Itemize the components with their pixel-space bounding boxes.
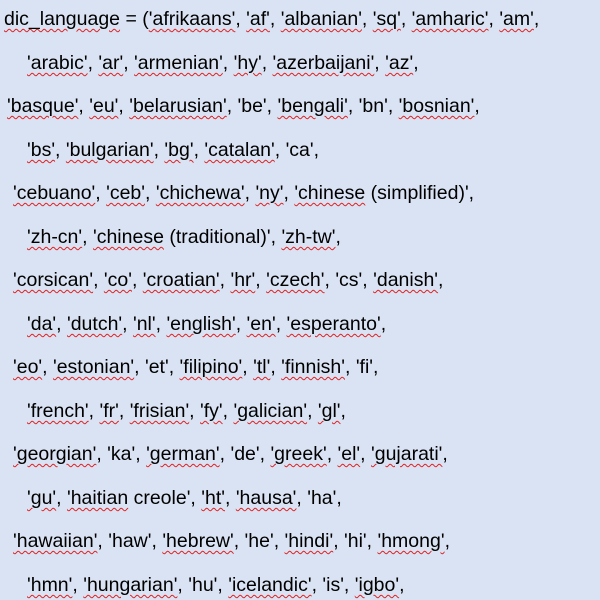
spellcheck-flagged-word: 'hawaiian': [13, 530, 98, 552]
spellcheck-flagged-word: 'ht': [201, 487, 225, 509]
spellcheck-flagged-word: dic_language: [4, 8, 121, 30]
spellcheck-flagged-word: 'filipino': [179, 356, 243, 378]
spellcheck-flagged-word: 'cebuano': [13, 182, 96, 204]
spellcheck-flagged-word: 'ny': [255, 182, 284, 204]
spellcheck-flagged-word: 'belarusian': [129, 95, 227, 117]
spellcheck-flagged-word: 'greek': [270, 443, 327, 465]
spellcheck-flagged-word: 'nl': [132, 313, 156, 335]
code-line: 'georgian', 'ka', 'german', 'de', 'greek…: [13, 443, 448, 465]
spellcheck-flagged-word: 'croatian': [142, 269, 220, 291]
code-line: 'arabic', 'ar', 'armenian', 'hy', 'azerb…: [27, 52, 419, 74]
spellcheck-flagged-word: 'gu': [27, 487, 57, 509]
spellcheck-flagged-word: 'chinese: [92, 226, 164, 248]
spellcheck-flagged-word: 'sq': [372, 8, 401, 30]
spellcheck-flagged-word: 'en': [246, 313, 276, 335]
spellcheck-flagged-word: 'zh-tw': [281, 226, 336, 248]
spellcheck-flagged-word: 'hy': [233, 52, 262, 74]
spellcheck-flagged-word: 'am': [499, 8, 534, 30]
code-line: dic_language = ('afrikaans', 'af', 'alba…: [4, 8, 540, 30]
spellcheck-flagged-word: 'gl': [317, 400, 341, 422]
spellcheck-flagged-word: 'hindi': [284, 530, 334, 552]
code-line: 'cebuano', 'ceb', 'chichewa', 'ny', 'chi…: [13, 182, 475, 204]
code-line: 'basque', 'eu', 'belarusian', 'be', 'ben…: [7, 95, 480, 117]
code-line: 'hawaiian', 'haw', 'hebrew', 'he', 'hind…: [13, 530, 450, 552]
code-line: 'da', 'dutch', 'nl', 'english', 'en', 'e…: [27, 313, 387, 335]
spellcheck-flagged-word: 'arabic': [27, 52, 88, 74]
spellcheck-flagged-word: 'hebrew': [162, 530, 234, 552]
spellcheck-flagged-word: 'danish': [373, 269, 439, 291]
spellcheck-flagged-word: 'hungarian': [83, 574, 178, 596]
spellcheck-flagged-word: 'af': [246, 8, 270, 30]
spellcheck-flagged-word: 'chinese: [294, 182, 366, 204]
spellcheck-flagged-word: 'hmong': [377, 530, 445, 552]
spellcheck-flagged-word: 'zh-cn': [27, 226, 83, 248]
code-line: 'gu', 'haitian creole', 'ht', 'hausa', '…: [27, 487, 342, 509]
spellcheck-flagged-word: 'georgian': [13, 443, 97, 465]
spellcheck-flagged-word: 'catalan': [204, 139, 275, 161]
spellcheck-flagged-word: 'eo': [13, 356, 43, 378]
code-line: 'hmn', 'hungarian', 'hu', 'icelandic', '…: [27, 574, 405, 596]
spellcheck-flagged-word: 'bulgarian': [65, 139, 154, 161]
spellcheck-flagged-word: 'azerbaijani': [272, 52, 375, 74]
code-line: 'bs', 'bulgarian', 'bg', 'catalan', 'ca'…: [27, 139, 320, 161]
spellcheck-flagged-word: 'french': [27, 400, 89, 422]
spellcheck-flagged-word: 'haitian: [66, 487, 129, 509]
spellcheck-flagged-word: 'albanian': [280, 8, 362, 30]
spellcheck-flagged-word: 'afrikaans': [148, 8, 236, 30]
spellcheck-flagged-word: 'corsican': [13, 269, 94, 291]
spellcheck-flagged-word: 'czech': [266, 269, 325, 291]
spellcheck-flagged-word: 'icelandic': [228, 574, 312, 596]
spellcheck-flagged-word: 'bengali': [277, 95, 348, 117]
code-line: 'zh-cn', 'chinese (traditional)', 'zh-tw…: [27, 226, 341, 248]
spellcheck-flagged-word: 'az': [385, 52, 414, 74]
spellcheck-flagged-word: 'estonian': [52, 356, 135, 378]
spellcheck-flagged-word: 'eu': [89, 95, 119, 117]
spellcheck-flagged-word: 'co': [103, 269, 132, 291]
spellcheck-flagged-word: 'english': [166, 313, 236, 335]
spellcheck-flagged-word: 'frisian': [129, 400, 190, 422]
spellcheck-flagged-word: 'hr': [230, 269, 256, 291]
spellcheck-flagged-word: 'fr': [99, 400, 119, 422]
spellcheck-flagged-word: 'da': [27, 313, 57, 335]
spellcheck-flagged-word: 'ceb': [106, 182, 145, 204]
spellcheck-flagged-word: 'chichewa': [155, 182, 245, 204]
code-line: 'corsican', 'co', 'croatian', 'hr', 'cze…: [13, 269, 444, 291]
spellcheck-flagged-word: 'dutch': [66, 313, 123, 335]
spellcheck-flagged-word: 'basque': [7, 95, 79, 117]
spellcheck-flagged-word: 'galician': [233, 400, 308, 422]
spellcheck-flagged-word: 'bs': [27, 139, 56, 161]
spellcheck-flagged-word: 'esperanto': [286, 313, 381, 335]
spellcheck-flagged-word: 'hmn': [27, 574, 73, 596]
spellcheck-flagged-word: 'bosnian': [398, 95, 475, 117]
spellcheck-flagged-word: 'fy': [200, 400, 223, 422]
spellcheck-flagged-word: 'tl': [253, 356, 271, 378]
spellcheck-flagged-word: 'armenian': [134, 52, 223, 74]
spellcheck-flagged-word: 'ar': [98, 52, 124, 74]
spellcheck-flagged-word: 'bg': [164, 139, 194, 161]
code-line: 'eo', 'estonian', 'et', 'filipino', 'tl'…: [13, 356, 379, 378]
spellcheck-flagged-word: 'igbo': [354, 574, 400, 596]
spellcheck-flagged-word: 'amharic': [411, 8, 489, 30]
code-line: 'french', 'fr', 'frisian', 'fy', 'galici…: [27, 400, 346, 422]
spellcheck-flagged-word: 'hausa': [235, 487, 297, 509]
spellcheck-flagged-word: 'german': [146, 443, 220, 465]
spellcheck-flagged-word: 'gujarati': [371, 443, 443, 465]
spellcheck-flagged-word: 'finnish': [281, 356, 345, 378]
spellcheck-flagged-word: 'el': [337, 443, 361, 465]
